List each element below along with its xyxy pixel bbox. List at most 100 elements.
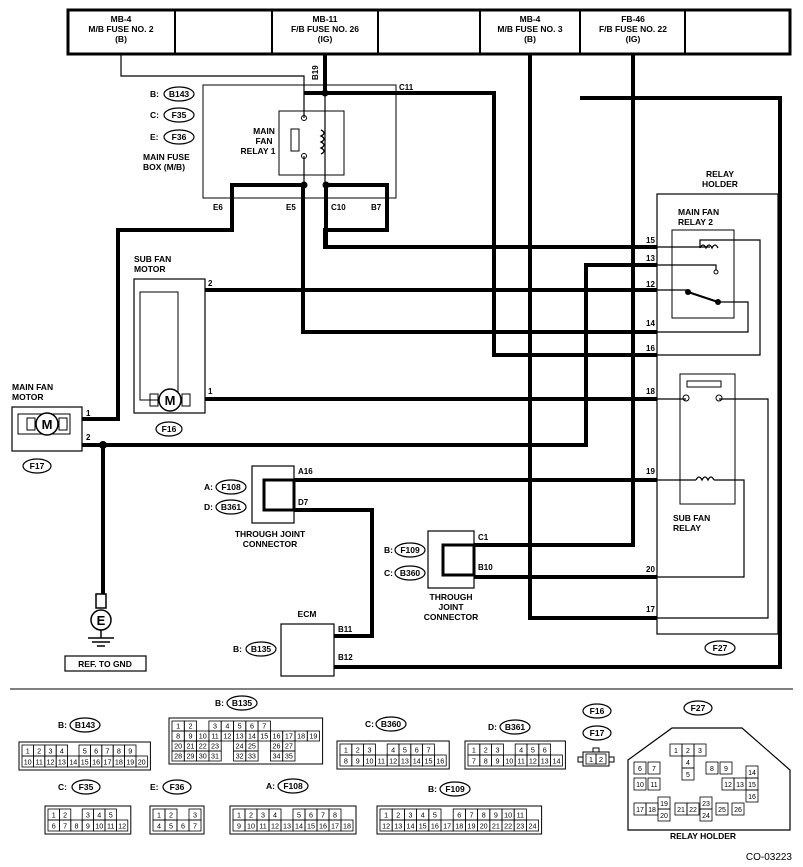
pin-cell: 18: [343, 822, 351, 831]
pin-cell: 26: [273, 742, 281, 751]
fuse-fb-fuse-22: FB-46 F/B FUSE NO. 22 (IG): [599, 14, 667, 44]
pin-cell: 4: [97, 811, 101, 820]
pin-cell: 9: [494, 811, 498, 820]
pin-cell: 4: [519, 746, 523, 755]
svg-text:12: 12: [646, 280, 655, 289]
svg-text:F108: F108: [283, 781, 303, 791]
svg-text:RELAY 2: RELAY 2: [678, 217, 713, 227]
pin-cell: 3: [193, 811, 197, 820]
pin-cell: 7: [63, 822, 67, 831]
svg-text:(IG): (IG): [318, 34, 333, 44]
pin-cell: 12: [271, 822, 279, 831]
pin-cell: 4: [273, 811, 277, 820]
svg-text:ECM: ECM: [298, 609, 317, 619]
svg-text:E6: E6: [213, 203, 223, 212]
pin-cell: 22: [199, 742, 207, 751]
svg-text:M/B FUSE NO. 2: M/B FUSE NO. 2: [88, 24, 153, 34]
pin-cell: 6: [638, 766, 642, 773]
pin-cell: 2: [484, 746, 488, 755]
pin-cell: 9: [356, 757, 360, 766]
svg-text:MAIN FAN: MAIN FAN: [12, 382, 53, 392]
pin-cell: 13: [236, 732, 244, 741]
svg-text:MB-4: MB-4: [111, 14, 132, 24]
pin-cell: 8: [344, 757, 348, 766]
pin-cell: 25: [248, 742, 256, 751]
svg-text:1: 1: [208, 387, 213, 396]
svg-text:F17: F17: [590, 728, 605, 738]
svg-text:FB-46: FB-46: [621, 14, 645, 24]
svg-text:THROUGH: THROUGH: [430, 592, 473, 602]
pin-cell: 17: [331, 822, 339, 831]
pin-cell: 4: [157, 822, 161, 831]
pin-cell: 20: [660, 813, 668, 820]
svg-text:C:: C:: [365, 719, 374, 729]
svg-text:D:: D:: [204, 502, 213, 512]
pin-cell: 20: [138, 758, 146, 767]
svg-text:18: 18: [646, 387, 655, 396]
pin-cell: 31: [211, 752, 219, 761]
pin-cell: 12: [529, 757, 537, 766]
pin-cell: 12: [724, 782, 732, 789]
svg-text:B143: B143: [75, 720, 96, 730]
svg-text:REF. TO GND: REF. TO GND: [78, 659, 132, 669]
pin-cell: 18: [297, 732, 305, 741]
pin-cell: 2: [686, 748, 690, 755]
pin-cell: 14: [413, 757, 421, 766]
svg-text:MOTOR: MOTOR: [12, 392, 43, 402]
pin-cell: 24: [529, 822, 537, 831]
svg-text:FAN: FAN: [256, 136, 273, 146]
svg-text:C11: C11: [399, 83, 414, 92]
pin-cell: 1: [384, 811, 388, 820]
connector-b135-tag: B135: [251, 644, 272, 654]
svg-text:F36: F36: [170, 782, 185, 792]
pin-cell: 14: [295, 822, 303, 831]
pin-cell: 16: [319, 822, 327, 831]
pin-cell: 5: [433, 811, 437, 820]
pin-cell: 13: [541, 757, 549, 766]
pin-cell: 7: [321, 811, 325, 820]
pin-cell: 11: [259, 822, 266, 831]
svg-text:MAIN FAN: MAIN FAN: [678, 207, 719, 217]
svg-text:C:: C:: [150, 110, 159, 120]
pin-cell: 24: [702, 813, 710, 820]
pin-cell: 8: [710, 766, 714, 773]
pin-cell: 5: [109, 811, 113, 820]
pin-cell: 7: [427, 746, 431, 755]
svg-text:B135: B135: [232, 698, 253, 708]
connector-f17-tag: F17: [30, 461, 45, 471]
svg-text:B11: B11: [338, 625, 353, 634]
pin-cell: 10: [505, 757, 513, 766]
pin-cell: 2: [169, 811, 173, 820]
pin-cell: 19: [660, 801, 668, 808]
pin-cell: 14: [748, 770, 756, 777]
pin-cell: 8: [75, 822, 79, 831]
svg-text:B10: B10: [478, 563, 493, 572]
pin-cell: 2: [63, 811, 67, 820]
pin-cell: 10: [247, 822, 255, 831]
pin-cell: 9: [128, 747, 132, 756]
svg-text:CONNECTOR: CONNECTOR: [243, 539, 298, 549]
pin-cell: 15: [425, 757, 433, 766]
pin-cell: 20: [174, 742, 182, 751]
svg-text:MAIN FUSE: MAIN FUSE: [143, 152, 190, 162]
svg-text:SUB FAN: SUB FAN: [673, 513, 710, 523]
pin-cell: 10: [504, 811, 512, 820]
connector-f35-tag: F35: [172, 110, 187, 120]
svg-text:B360: B360: [381, 719, 402, 729]
svg-text:BOX (M/B): BOX (M/B): [143, 162, 185, 172]
svg-text:HOLDER: HOLDER: [702, 179, 738, 189]
svg-text:CONNECTOR: CONNECTOR: [424, 612, 479, 622]
pin-cell: 15: [307, 822, 315, 831]
svg-text:17: 17: [646, 605, 655, 614]
pin-cell: 16: [92, 758, 100, 767]
pin-cell: 16: [436, 757, 444, 766]
pin-cell: 4: [225, 722, 229, 731]
pin-cell: 5: [83, 747, 87, 756]
